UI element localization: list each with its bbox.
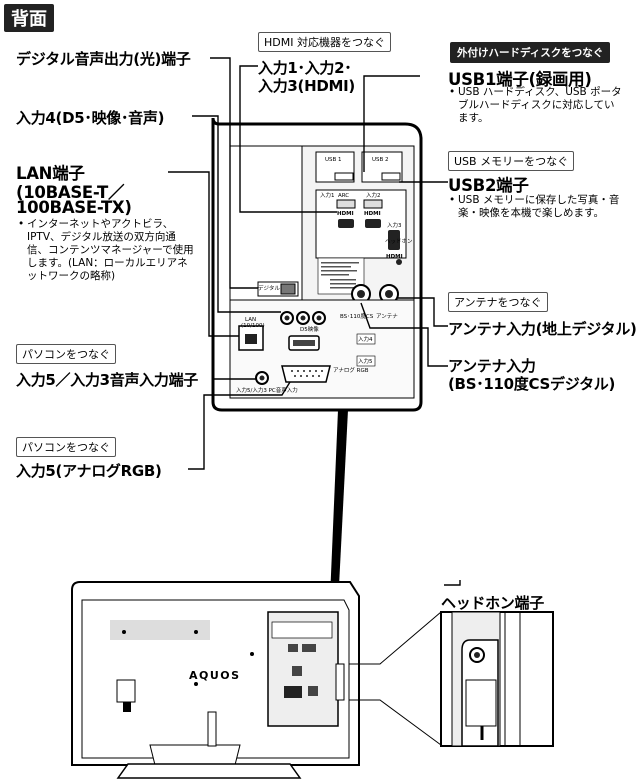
panel-usb1-text: USB 1 [325, 157, 342, 163]
tag-external-hdd: 外付けハードディスクをつなぐ [450, 42, 611, 63]
label-lan-1: LAN端子 [16, 164, 85, 183]
panel-rgb-text: アナログ RGB [333, 366, 369, 374]
label-input4: 入力4(D5･映像･音声) [16, 109, 165, 127]
hdmi1-port [336, 199, 356, 209]
note-lan-text: インターネットやアクトビラ、IPTV、デジタル放送の双方向通信、コンテンツマネー… [27, 218, 194, 282]
panel-digital-text: デジタル [258, 284, 280, 292]
label-antenna-bs-1: アンテナ入力 [448, 357, 536, 375]
panel-d5-text: D5映像 [300, 325, 319, 333]
label-usb1: USB1端子(録画用) [448, 70, 592, 89]
label-hdmi-inputs-1: 入力1･入力2･ [258, 59, 352, 77]
panel-headphone-text: ヘッドホン [385, 238, 413, 245]
section-title: 背面 [4, 4, 54, 32]
headphone-inset [440, 611, 554, 747]
panel-arc-text: ARC [338, 193, 349, 199]
panel-hdmi1-text: HDMI [337, 211, 354, 217]
note-usb2: •USB メモリーに保存した写真・音楽・映像を本機で楽しめます。 [449, 194, 620, 219]
label-input5-audio: 入力5／入力3音声入力端子 [16, 371, 198, 389]
note-lan: •インターネットやアクトビラ、IPTV、デジタル放送の双方向通信、コンテンツマネ… [18, 218, 194, 282]
note-usb2-text: USB メモリーに保存した写真・音楽・映像を本機で楽しめます。 [458, 194, 620, 219]
label-hdmi-inputs-2: 入力3(HDMI) [258, 77, 355, 95]
panel-in5-text: 入力5 [358, 357, 373, 365]
panel-in1-text: 入力1 [320, 191, 335, 199]
leader-lines [168, 57, 448, 470]
hdmi2-socket [365, 219, 381, 228]
note-usb1: •USB ハードディスク、USB ポータブルハードディスクに対応しています。 [449, 86, 622, 124]
lan-port [238, 325, 264, 351]
tv-back [71, 581, 442, 779]
panel-lan-speed-text: (10/100) [241, 323, 265, 329]
label-antenna-terrestrial: アンテナ入力(地上デジタル) [448, 320, 637, 338]
panel-in3-text: 入力3 [387, 221, 402, 229]
optical-port [280, 283, 296, 295]
hdmi1-socket [338, 219, 354, 228]
hdmi2-port [363, 199, 383, 209]
rgb-port [281, 365, 331, 383]
tag-pc-1: パソコンをつなぐ [16, 344, 116, 364]
tag-pc-2: パソコンをつなぐ [16, 437, 116, 457]
tag-antenna: アンテナをつなぐ [448, 292, 548, 312]
panel-antenna-bs-text: BS･110度CS [340, 312, 374, 320]
note-usb1-text: USB ハードディスク、USB ポータブルハードディスクに対応しています。 [458, 86, 622, 124]
label-input5-rgb: 入力5(アナログRGB) [16, 462, 162, 480]
tag-hdmi-connect: HDMI 対応機器をつなぐ [258, 32, 391, 52]
enlarged-panel [211, 117, 423, 412]
label-lan-2: (10BASE-T／ [16, 183, 125, 202]
usb2-port [381, 172, 401, 181]
label-antenna-bs-2: (BS･110度CSデジタル) [448, 375, 616, 393]
label-digital-audio-out: デジタル音声出力(光)端子 [16, 50, 191, 68]
panel-usb2-text: USB 2 [372, 157, 389, 163]
panel-antenna-terr-text: アンテナ [376, 313, 398, 320]
label-lan-3: 100BASE-TX) [16, 198, 132, 217]
label-headphone: ヘッドホン端子 [441, 594, 544, 612]
tag-usb-memory: USB メモリーをつなぐ [448, 151, 575, 171]
tv-sticker [110, 620, 210, 640]
panel-hdmi3-text: HDMI [386, 254, 403, 260]
panel-hdmi2-text: HDMI [364, 211, 381, 217]
label-usb2: USB2端子 [448, 176, 529, 195]
panel-pc-audio-text: 入力5/入力3 PC音声入力 [236, 386, 298, 394]
tv-brand-logo: AQUOS [189, 669, 241, 682]
hdmi3-socket [388, 230, 400, 250]
panel-lan-text: LAN [245, 317, 256, 323]
usb1-port [334, 172, 354, 181]
panel-in2-text: 入力2 [366, 191, 381, 199]
panel-in4-text: 入力4 [358, 335, 373, 343]
